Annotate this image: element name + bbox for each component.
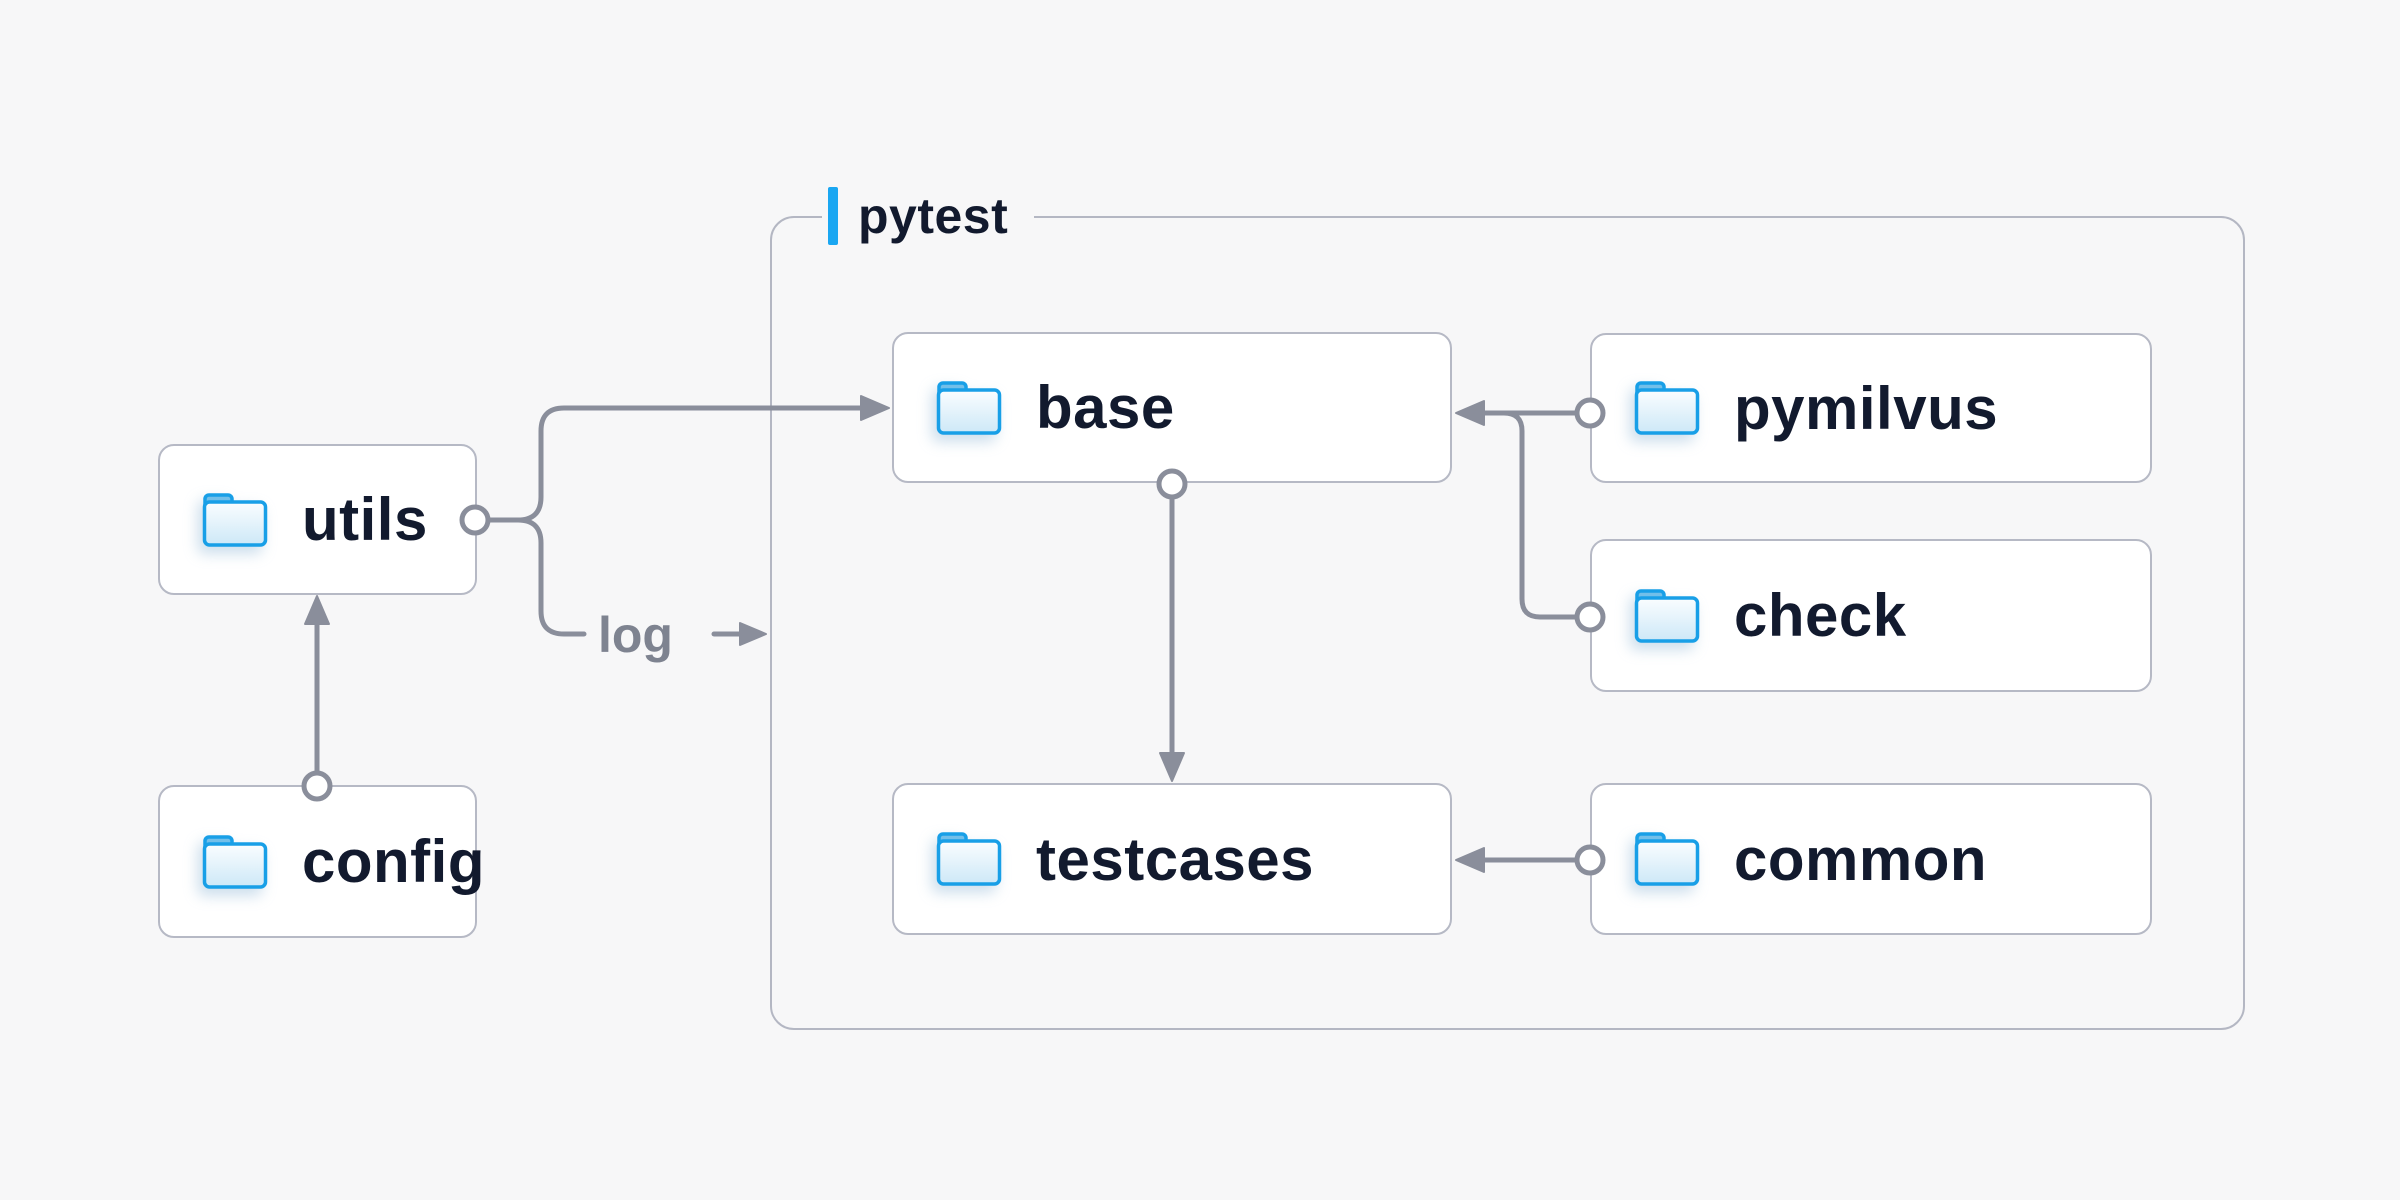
accent-bar-icon bbox=[828, 187, 838, 245]
node-config: config bbox=[158, 785, 484, 938]
folder-icon bbox=[936, 831, 1002, 887]
edge-config-utils bbox=[301, 595, 333, 802]
folder-icon bbox=[202, 834, 268, 890]
pytest-label-text: pytest bbox=[858, 188, 1009, 244]
node-label: base bbox=[1036, 374, 1175, 441]
pytest-container bbox=[770, 216, 2245, 1030]
node-label: testcases bbox=[1036, 825, 1315, 893]
folder-icon bbox=[936, 380, 1002, 436]
folder-icon bbox=[1634, 831, 1700, 887]
arrowhead-up bbox=[304, 595, 330, 625]
node-label: pymilvus bbox=[1734, 374, 1999, 442]
node-utils: utils bbox=[158, 444, 477, 595]
node-common: common bbox=[1590, 783, 2152, 935]
node-base: base bbox=[892, 332, 1452, 483]
folder-icon bbox=[1634, 588, 1700, 644]
node-label: utils bbox=[302, 486, 428, 553]
node-label: common bbox=[1734, 825, 1988, 893]
node-label: config bbox=[302, 828, 485, 895]
node-check: check bbox=[1590, 539, 2152, 692]
node-label: check bbox=[1734, 582, 1907, 649]
arrowhead-right bbox=[739, 622, 767, 646]
node-testcases: testcases bbox=[892, 783, 1452, 935]
folder-icon bbox=[1634, 380, 1700, 436]
folder-icon bbox=[202, 492, 268, 548]
node-pymilvus: pymilvus bbox=[1590, 333, 2152, 483]
edge-label-log: log bbox=[598, 607, 673, 663]
pytest-container-label: pytest bbox=[822, 186, 1035, 246]
